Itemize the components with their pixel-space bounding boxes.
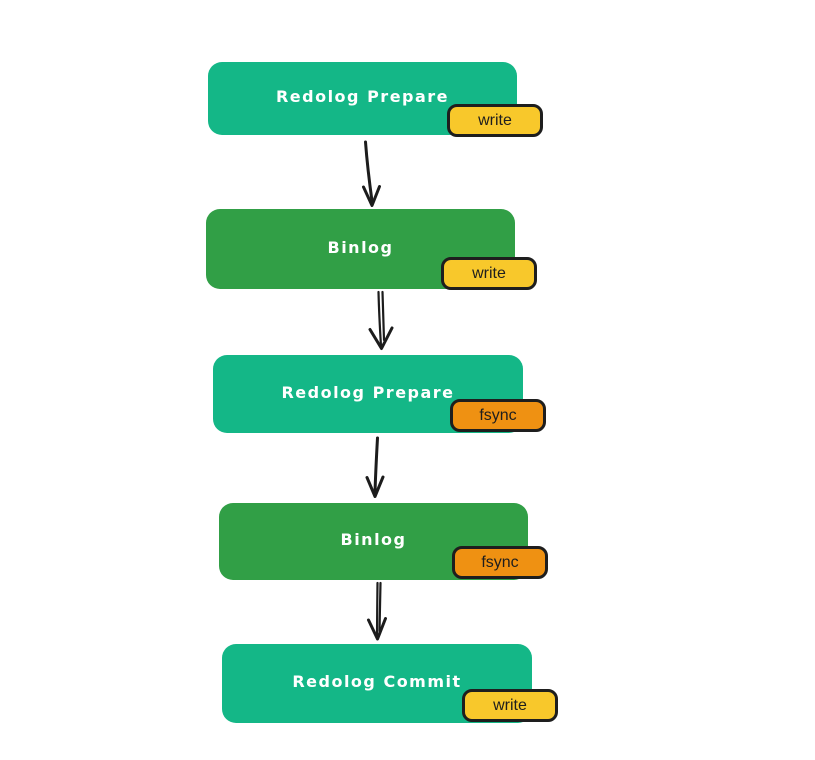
node-redolog-prepare-2: Redolog Prepare fsync xyxy=(213,355,546,433)
arrow-1 xyxy=(362,140,381,207)
arrow-3 xyxy=(365,436,385,498)
node-label: Redolog Commit xyxy=(292,672,462,691)
node-redolog-commit: Redolog Commit write xyxy=(222,644,558,723)
node-binlog-1: Binlog write xyxy=(206,209,537,290)
node-label: Redolog Prepare xyxy=(275,87,450,106)
node-label: Binlog xyxy=(340,530,407,549)
node-redolog-prepare-1: Redolog Prepare write xyxy=(208,62,543,137)
node-binlog-2: Binlog fsync xyxy=(219,503,548,580)
arrow-2 xyxy=(368,290,394,350)
node-label: Redolog Prepare xyxy=(281,382,455,402)
node-label: Binlog xyxy=(327,237,394,257)
badge-fsync-1: fsync xyxy=(450,399,546,432)
badge-write-1: write xyxy=(447,104,543,137)
badge-fsync-2: fsync xyxy=(452,546,548,579)
arrow-4 xyxy=(367,581,387,641)
badge-write-2: write xyxy=(441,257,537,290)
badge-write-3: write xyxy=(462,689,558,722)
